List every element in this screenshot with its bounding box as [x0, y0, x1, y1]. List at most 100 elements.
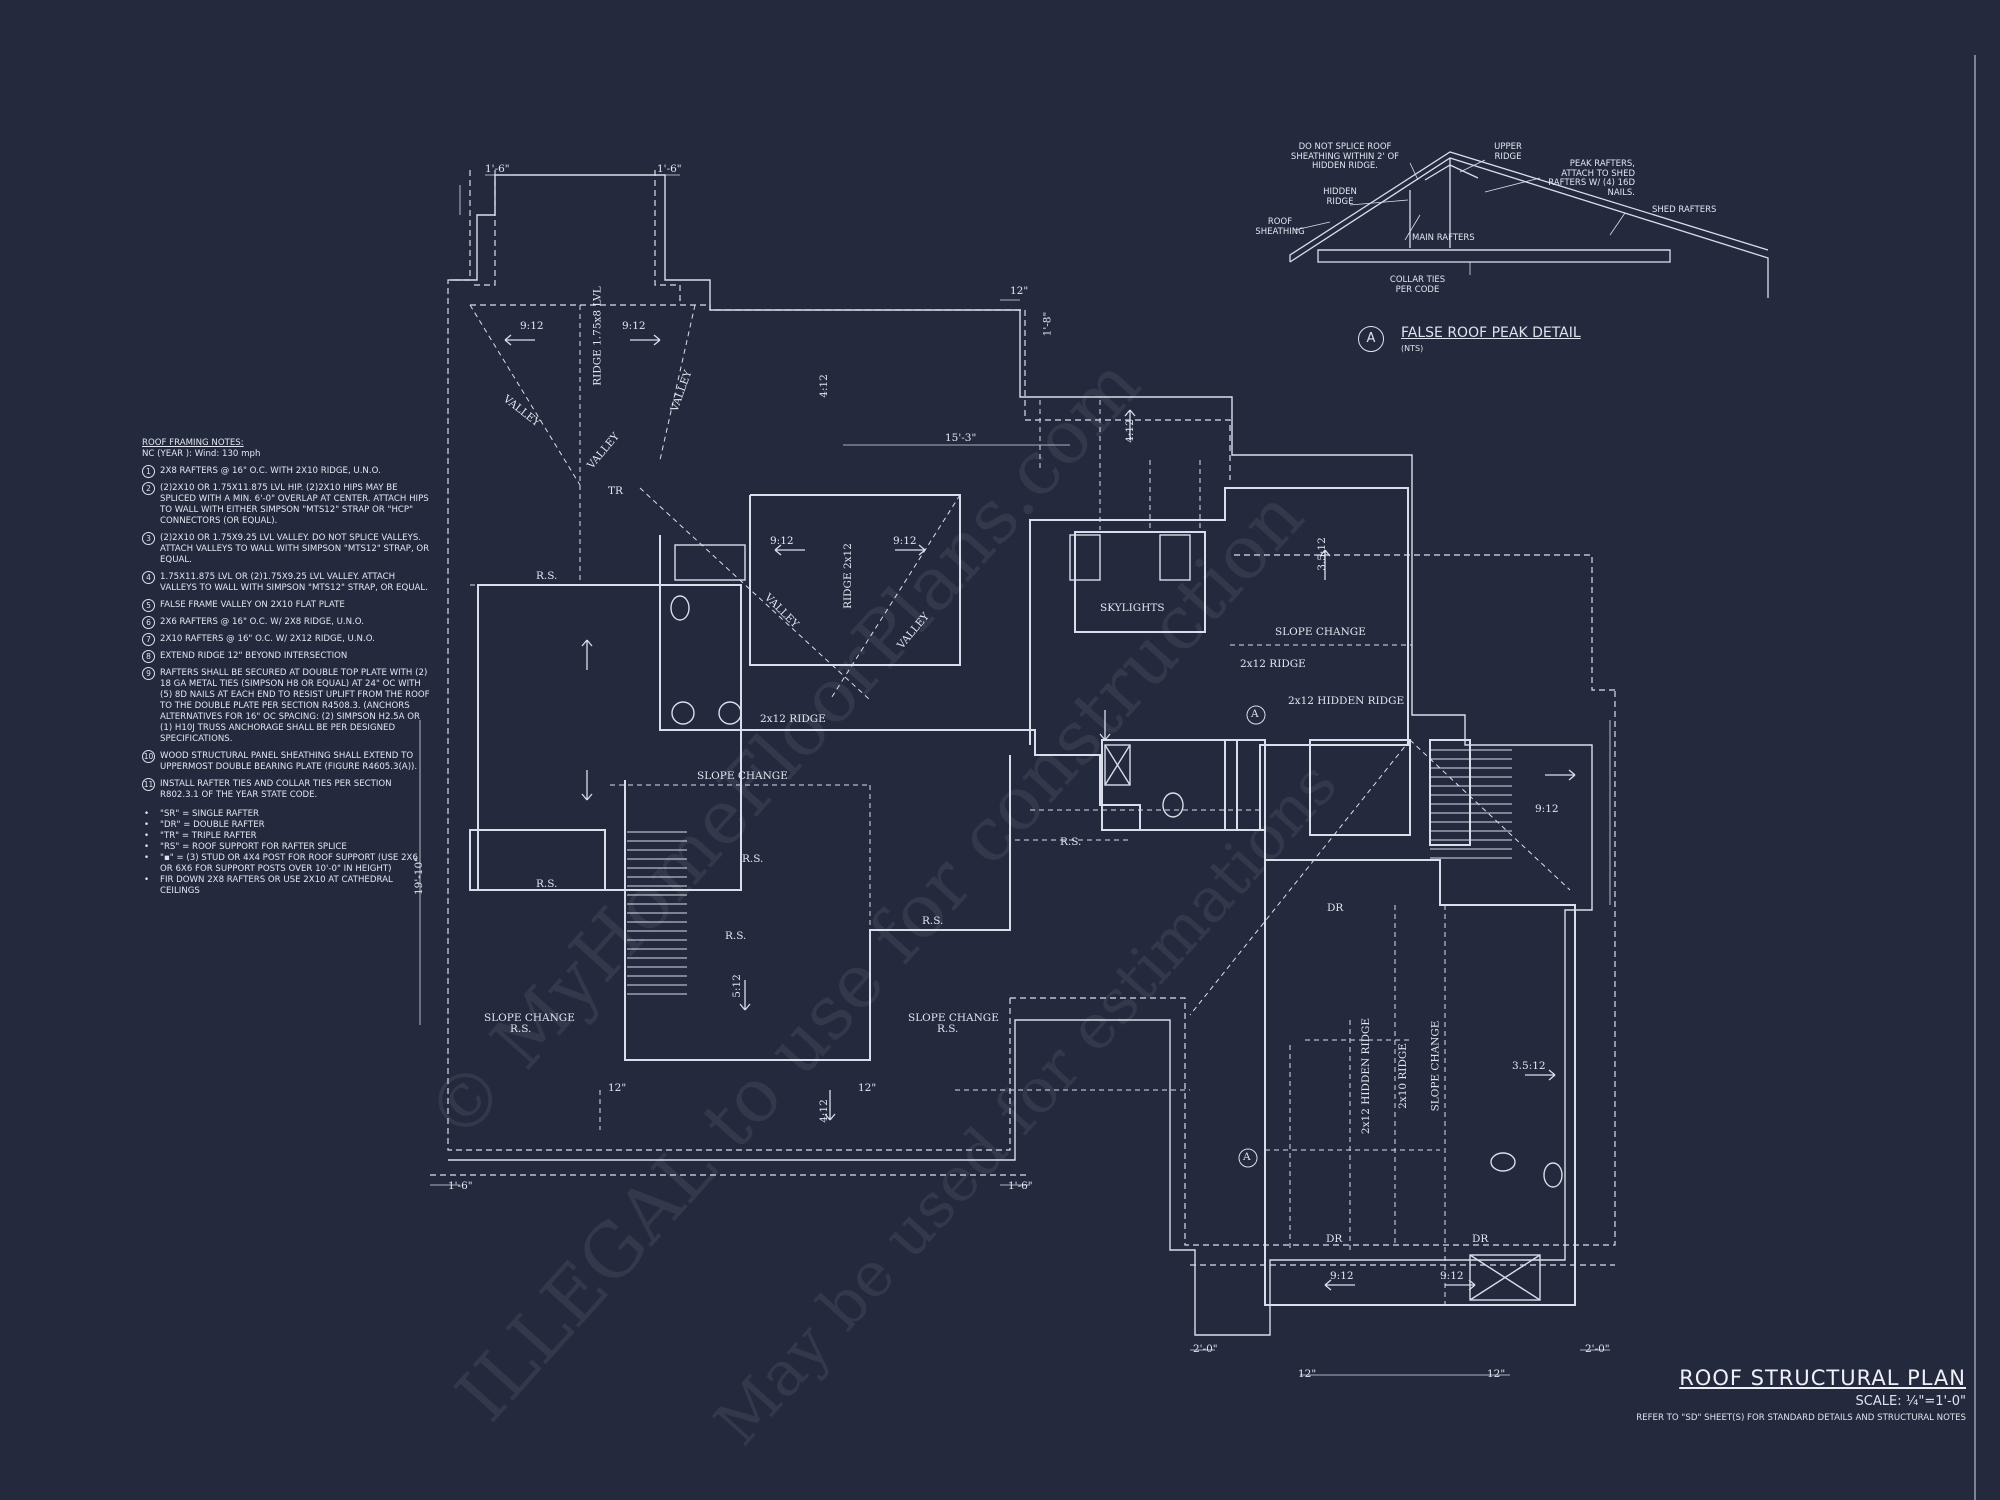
rs-label: R.S.	[510, 1023, 532, 1035]
sheet-title: ROOF STRUCTURAL PLAN	[1679, 1366, 1966, 1390]
dimension-label: 1'-6"	[485, 163, 510, 175]
legend-item: • FIR DOWN 2x8 RAFTERS OR USE 2x10 AT CAT…	[142, 875, 432, 897]
pitch-label: 4:12	[817, 1099, 830, 1123]
note-number: 7	[142, 633, 155, 646]
legend-text: "TR" = TRIPLE RAFTER	[160, 831, 257, 841]
note-item: 1 2x8 RAFTERS @ 16" O.C. WITH 2X10 RIDGE,…	[142, 465, 432, 478]
detail-label-no-splice: DO NOT SPLICE ROOF SHEATHING WITHIN 2' O…	[1290, 142, 1400, 171]
note-number: 10	[142, 750, 155, 763]
slope-change-label: SLOPE CHANGE	[1275, 626, 1366, 638]
legend-item: • "SR" = SINGLE RAFTER	[142, 809, 432, 820]
dimension-label: 12"	[1487, 1368, 1506, 1380]
note-number: 1	[142, 465, 155, 478]
dimension-label: 15'-3"	[945, 432, 977, 444]
detail-label-hidden-ridge: HIDDEN RIDGE	[1323, 187, 1357, 207]
dr-label: DR	[1326, 1233, 1343, 1245]
ridge-label: 2x12 RIDGE	[760, 713, 826, 725]
legend-text: "DR" = DOUBLE RAFTER	[160, 820, 265, 830]
dr-label: DR	[1472, 1233, 1489, 1245]
detail-label-main-rafters: MAIN RAFTERS	[1412, 233, 1475, 243]
legend-item: • "RS" = ROOF SUPPORT FOR RAFTER SPLICE	[142, 842, 432, 853]
detail-label-roof-sheathing: ROOF SHEATHING	[1255, 217, 1305, 237]
detail-title-text: FALSE ROOF PEAK DETAIL	[1401, 325, 1581, 341]
bullet-icon: •	[144, 842, 150, 852]
slope-change-label: SLOPE CHANGE	[908, 1012, 999, 1024]
slope-change-label: SLOPE CHANGE	[697, 770, 788, 782]
bullet-icon: •	[144, 853, 150, 863]
note-number: 9	[142, 667, 155, 680]
sheet-scale: SCALE: ¼"=1'-0"	[1855, 1394, 1966, 1409]
dimension-label: 2'-0"	[1193, 1343, 1218, 1355]
notes-legend: • "SR" = SINGLE RAFTER • "DR" = DOUBLE RAFT…	[142, 809, 432, 897]
dimension-label: 1'-6"	[1008, 1180, 1033, 1192]
rs-label: R.S.	[536, 570, 558, 582]
slope-change-label: SLOPE CHANGE	[484, 1012, 575, 1024]
pitch-label: 3.5:12	[1315, 537, 1328, 571]
pitch-label: 4:12	[1123, 419, 1136, 443]
notes-heading: ROOF FRAMING NOTES:	[142, 438, 244, 448]
rs-label: R.S.	[742, 853, 764, 865]
detail-label-shed-rafters: SHED RAFTERS	[1652, 205, 1717, 215]
pitch-label: 9:12	[1330, 1270, 1354, 1282]
note-number: 4	[142, 571, 155, 584]
note-text: 2x8 RAFTERS @ 16" O.C. WITH 2X10 RIDGE, …	[160, 466, 381, 476]
section-marker: A	[1243, 1151, 1251, 1163]
rs-label: R.S.	[725, 930, 747, 942]
pitch-label: 9:12	[622, 320, 646, 332]
pitch-label: 9:12	[893, 535, 917, 547]
rs-label: R.S.	[937, 1023, 959, 1035]
bullet-icon: •	[144, 875, 150, 885]
rs-label: R.S.	[922, 915, 944, 927]
dimension-label: 12"	[608, 1082, 627, 1094]
hidden-ridge-label: 2x12 HIDDEN RIDGE	[1360, 1017, 1373, 1135]
detail-label-collar-ties: COLLAR TIES PER CODE	[1389, 275, 1446, 295]
detail-marker: A	[1358, 326, 1384, 352]
bullet-icon: •	[144, 820, 150, 830]
pitch-label: 9:12	[1440, 1270, 1464, 1282]
dimension-label: 12"	[1298, 1368, 1317, 1380]
legend-item: • "▪" = (3) STUD OR 4x4 POST FOR ROOF SUP…	[142, 853, 432, 875]
dimension-label: 1'-6"	[657, 163, 682, 175]
bullet-icon: •	[144, 809, 150, 819]
dr-label: DR	[1327, 902, 1344, 914]
dimension-label: 1'-8"	[1041, 311, 1054, 337]
legend-text: "▪" = (3) STUD OR 4x4 POST FOR ROOF SUPP…	[160, 853, 418, 874]
note-number: 11	[142, 778, 155, 791]
detail-label-peak-rafters: PEAK RAFTERS, ATTACH TO SHED RAFTERS W/ …	[1548, 159, 1635, 198]
ridge-label: 2x12 RIDGE	[1240, 658, 1306, 670]
section-marker: A	[1251, 708, 1259, 720]
pitch-label: 3.5:12	[1512, 1060, 1546, 1072]
ridge-label: RIDGE 2x12	[841, 543, 854, 609]
notes-list: 1 2x8 RAFTERS @ 16" O.C. WITH 2X10 RIDGE,…	[142, 465, 432, 801]
note-text: 1.75x11.875 LVL OR (2)1.75x9.25 LVL VALL…	[160, 572, 428, 593]
legend-item: • "DR" = DOUBLE RAFTER	[142, 820, 432, 831]
note-text: (2)2x10 OR 1.75x9.25 LVL VALLEY. DO NOT …	[160, 533, 430, 565]
note-item: 4 1.75x11.875 LVL OR (2)1.75x9.25 LVL VAL…	[142, 571, 432, 594]
ridge-label: RIDGE 1.75x8 LVL	[591, 286, 604, 386]
tr-label: TR	[608, 485, 623, 497]
note-text: INSTALL RAFTER TIES AND COLLAR TIES PER …	[160, 779, 392, 800]
legend-text: FIR DOWN 2x8 RAFTERS OR USE 2x10 AT CATH…	[160, 875, 393, 896]
notes-subheading: NC (YEAR ): Wind: 130 mph	[142, 449, 261, 459]
dimension-label: 2'-0"	[1585, 1343, 1610, 1355]
rs-label: R.S.	[1060, 836, 1082, 848]
legend-item: •"TR" = TRIPLE RAFTER	[142, 831, 432, 842]
note-item: 72x10 RAFTERS @ 16" O.C. W/ 2x12 RIDGE, …	[142, 633, 432, 646]
note-text: (2)2x10 OR 1.75x11.875 LVL HIP. (2)2x10 …	[160, 483, 429, 526]
legend-text: "SR" = SINGLE RAFTER	[160, 809, 259, 819]
note-item: 62x6 RAFTERS @ 16" O.C. W/ 2x8 RIDGE, U.…	[142, 616, 432, 629]
pitch-label: 9:12	[770, 535, 794, 547]
legend-text: "RS" = ROOF SUPPORT FOR RAFTER SPLICE	[160, 842, 347, 852]
rs-label: R.S.	[536, 878, 558, 890]
dimension-label: 12"	[858, 1082, 877, 1094]
slope-change-label: SLOPE CHANGE	[1429, 1020, 1442, 1112]
note-number: 6	[142, 616, 155, 629]
ridge-label: 2x10 RIDGE	[1396, 1043, 1409, 1109]
sheet-reference: REFER TO "SD" SHEET(S) FOR STANDARD DETA…	[1636, 1413, 1966, 1423]
note-item: 2(2)2x10 OR 1.75x11.875 LVL HIP. (2)2x10…	[142, 482, 432, 527]
